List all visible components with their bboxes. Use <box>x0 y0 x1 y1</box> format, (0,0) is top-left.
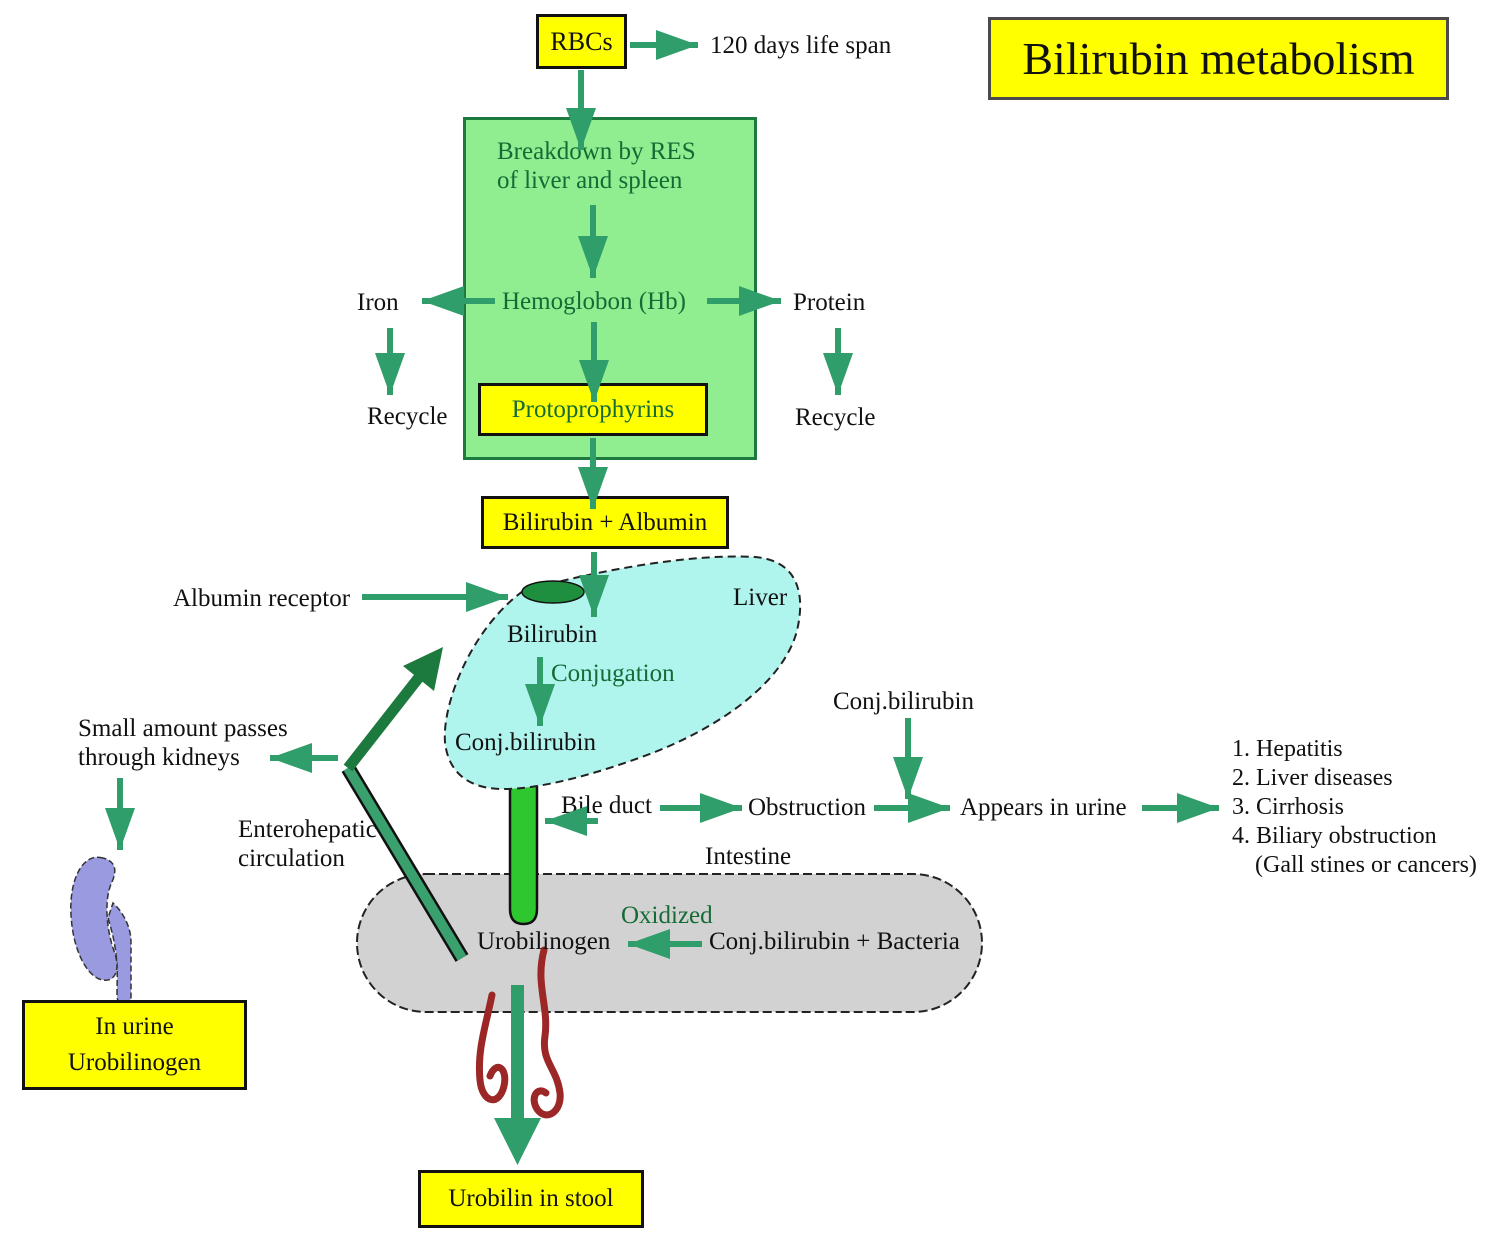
urobilinogen-label: Urobilinogen <box>477 928 611 955</box>
bilirubin-albumin-box: Bilirubin + Albumin <box>481 496 729 549</box>
rbcs-label: RBCs <box>550 26 613 56</box>
obstruction-label: Obstruction <box>748 794 867 821</box>
life-span-label: 120 days life span <box>710 32 892 59</box>
hemoglobin-label: Hemoglobon (Hb) <box>502 288 686 315</box>
conj-bilirubin-bacteria-label: Conj.bilirubin + Bacteria <box>709 928 960 955</box>
in-urine-box: In urine Urobilinogen <box>22 1000 247 1090</box>
cause-item-cirrhosis: 3. Cirrhosis <box>1232 794 1345 820</box>
breakdown-label: Breakdown by RES of liver and spleen <box>497 138 696 194</box>
bile-duct-shape <box>508 766 539 926</box>
conj-bilirubin-liver-label: Conj.bilirubin <box>455 729 596 756</box>
albumin-receptor-label: Albumin receptor <box>173 585 351 612</box>
protein-label: Protein <box>793 289 866 316</box>
liver-label: Liver <box>733 584 788 611</box>
arrow-urobilin-to-stool <box>494 985 541 1165</box>
urobilin-stool-label: Urobilin in stool <box>448 1185 614 1212</box>
enterohepatic-label: Enterohepatic circulation <box>238 816 377 872</box>
bile-duct-label: Bile duct <box>561 792 652 819</box>
in-urine-urobilinogen-label: Urobilinogen <box>67 1049 202 1076</box>
enterohepatic-upper-segment <box>343 647 443 772</box>
cause-item-hepatitis: 1. Hepatitis <box>1232 736 1343 762</box>
protoporphyrins-label: Protoprophyrins <box>511 395 675 423</box>
cause-item-biliary-obstruction: 4. Biliary obstruction <box>1232 823 1437 849</box>
albumin-receptor-shape <box>521 580 585 604</box>
urobilin-stool-box: Urobilin in stool <box>418 1170 644 1228</box>
bowel-loops-shape <box>475 946 564 1119</box>
intestine-label: Intestine <box>705 843 792 870</box>
appears-in-urine-label: Appears in urine <box>960 794 1127 821</box>
bilirubin-label: Bilirubin <box>507 621 598 648</box>
conj-bilirubin-top-label: Conj.bilirubin <box>833 688 974 715</box>
title-box: Bilirubin metabolism <box>988 17 1449 100</box>
cause-item-liver-diseases: 2. Liver diseases <box>1232 765 1393 791</box>
in-urine-label: In urine <box>95 1013 174 1040</box>
page-title: Bilirubin metabolism <box>1022 33 1415 84</box>
iron-label: Iron <box>357 289 399 316</box>
kidney-shape <box>70 856 132 1004</box>
bilirubin-albumin-label: Bilirubin + Albumin <box>502 508 708 536</box>
conjugation-label: Conjugation <box>551 660 675 687</box>
oxidized-label: Oxidized <box>621 902 713 929</box>
recycle-right-label: Recycle <box>795 404 876 431</box>
protoporphyrins-box: Protoprophyrins <box>478 383 708 436</box>
recycle-left-label: Recycle <box>367 403 448 430</box>
small-amount-label: Small amount passes through kidneys <box>78 715 288 771</box>
rbcs-box: RBCs <box>536 14 627 69</box>
cause-item-gallstones-note: (Gall stines or cancers) <box>1255 852 1477 878</box>
